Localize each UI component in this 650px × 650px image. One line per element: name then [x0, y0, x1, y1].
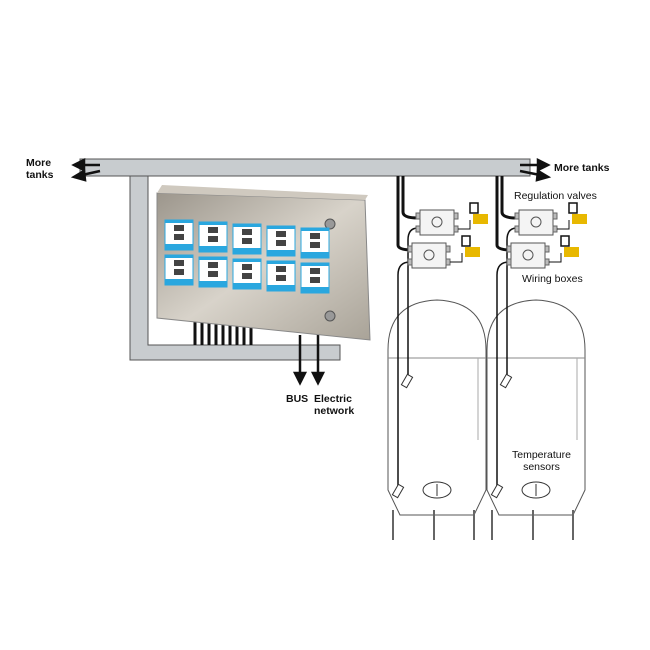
more-tanks-right-label: More tanks: [554, 162, 610, 174]
controller-display: [300, 227, 330, 259]
controller-display: [232, 223, 262, 255]
controller-displays: [164, 219, 330, 294]
regulation-valve: [461, 235, 480, 257]
regulation-valve: [568, 202, 587, 224]
controller-display: [164, 219, 194, 251]
arrows: [70, 157, 552, 386]
fermentation-tank: [486, 176, 587, 540]
regulation-valves-label: Regulation valves: [514, 190, 597, 202]
regulation-valve: [560, 235, 579, 257]
controller-display: [198, 221, 228, 253]
controller-display: [266, 225, 296, 257]
wiring-boxes-label: Wiring boxes: [522, 273, 583, 285]
wiring-box: [514, 209, 570, 236]
regulation-valve: [469, 202, 488, 224]
cable-rail: [79, 158, 531, 361]
bus-label: BUS: [286, 393, 309, 405]
controller-display: [232, 258, 262, 290]
controller-display: [198, 256, 228, 288]
tanks: [387, 176, 587, 540]
controller-display: [266, 260, 296, 292]
wiring-box: [506, 242, 562, 269]
wiring-box: [407, 242, 463, 269]
controller-display: [300, 262, 330, 294]
wiring-box: [415, 209, 471, 236]
fermentation-tank: [387, 176, 488, 540]
controller-display: [164, 254, 194, 286]
